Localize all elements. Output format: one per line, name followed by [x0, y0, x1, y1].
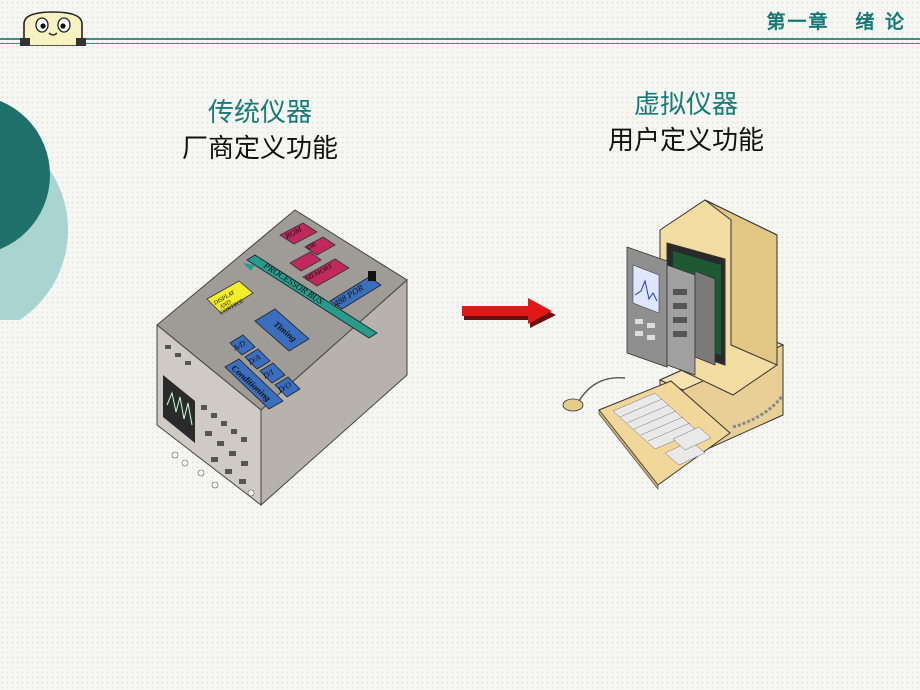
- right-arrow-icon: [462, 298, 556, 328]
- virtual-caption: 虚拟仪器 用户定义功能: [576, 88, 796, 160]
- virtual-instrument-illustration: [562, 199, 785, 490]
- slide-header: 第一章 绪 论: [0, 0, 920, 48]
- decorative-circles: [0, 100, 68, 320]
- virtual-subtitle: 用户定义功能: [607, 126, 764, 156]
- header-rule-thin: [0, 43, 920, 44]
- traditional-instrument-illustration: ROM DR MEMORY PROCESSOR BUS 488 POR DISP…: [156, 209, 408, 507]
- virtual-title: 虚拟仪器: [633, 90, 738, 120]
- chapter-title: 第一章 绪 论: [766, 11, 906, 33]
- traditional-title: 传统仪器: [207, 98, 312, 128]
- header-rule: [0, 38, 920, 40]
- traditional-subtitle: 厂商定义功能: [181, 134, 338, 164]
- mascot-icon: [20, 11, 86, 46]
- traditional-caption: 传统仪器 厂商定义功能: [150, 96, 370, 168]
